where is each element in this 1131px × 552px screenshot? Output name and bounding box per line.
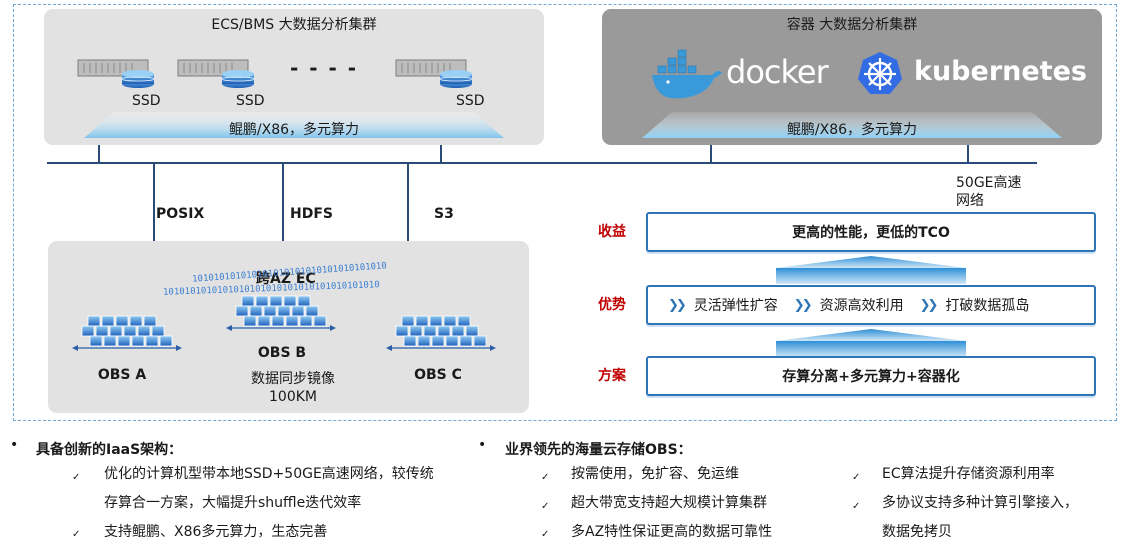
check-icon: ✓ xyxy=(852,501,861,512)
right-bullet-item: 多协议支持多种计算引擎接入， xyxy=(882,495,1078,511)
check-icon: ✓ xyxy=(72,529,81,540)
check-icon: ✓ xyxy=(541,472,550,483)
server-icon xyxy=(77,59,155,88)
ecs-servers-graphic xyxy=(77,59,504,138)
left-bullet-item: 优化的计算机型带本地SSD+50GE高速网络，较传统 xyxy=(104,466,434,482)
benefit-text: 更高的性能，更低的TCO xyxy=(792,225,950,241)
container-cluster-title: 容器 大数据分析集群 xyxy=(786,17,918,33)
ellipsis-dashes: - - - - xyxy=(290,56,359,80)
ecs-bms-cluster-title: ECS/BMS 大数据分析集群 xyxy=(211,17,377,33)
docker-whale-icon xyxy=(652,49,722,99)
cross-az-ec-title: 跨AZ EC xyxy=(256,271,316,287)
protocol-posix: POSIX xyxy=(156,206,205,222)
left-bullet-item: 支持鲲鹏、X86多元算力，生态完善 xyxy=(104,524,328,540)
ssd-label: SSD xyxy=(236,93,265,109)
right-bullet-item: 超大带宽支持超大规模计算集群 xyxy=(571,495,767,511)
container-graphic xyxy=(642,49,1062,138)
server-icon xyxy=(177,59,255,88)
mirror-sync-distance: 100KM xyxy=(269,389,317,405)
server-icon xyxy=(395,59,473,88)
solution-text: 存算分离+多元算力+容器化 xyxy=(782,369,960,385)
advantage-item: 灵活弹性扩容 xyxy=(693,298,778,314)
ssd-label: SSD xyxy=(456,93,485,109)
obs-node-label: OBS C xyxy=(414,367,462,383)
check-icon: ✓ xyxy=(541,529,550,540)
solution-label: 方案 xyxy=(598,368,626,384)
container-compute-base-label: 鲲鹏/X86，多元算力 xyxy=(786,122,918,138)
advantage-item: 资源高效利用 xyxy=(819,298,904,314)
check-icon: ✓ xyxy=(72,472,81,483)
chevron-double-icon: ❯❯ xyxy=(919,297,939,313)
protocol-s3: S3 xyxy=(434,206,454,222)
docker-logo-text: docker xyxy=(726,53,829,91)
compute-base-shape xyxy=(84,112,504,138)
advantage-item: 打破数据孤岛 xyxy=(945,298,1030,314)
right-bullet-item: 按需使用，免扩容、免运维 xyxy=(571,466,739,482)
obs-node-label: OBS B xyxy=(257,345,307,361)
chevron-double-icon: ❯❯ xyxy=(668,297,687,313)
ssd-label: SSD xyxy=(132,93,161,109)
mirror-sync-line: 数据同步镜像 xyxy=(251,371,335,387)
benefit-box: 更高的性能，更低的TCO xyxy=(646,212,1096,252)
check-icon: ✓ xyxy=(852,472,861,483)
bullet-dot: • xyxy=(478,437,487,453)
left-bullet-title: 具备创新的IaaS架构： xyxy=(36,442,183,458)
bullet-dot: • xyxy=(10,437,19,453)
right-bullet-title: 业界领先的海量云存储OBS： xyxy=(505,442,692,458)
obs-clusters-graphic xyxy=(72,295,496,351)
storage-stack-icon xyxy=(226,295,336,331)
ecs-compute-base-label: 鲲鹏/X86，多元算力 xyxy=(228,122,360,138)
compute-base-shape xyxy=(642,112,1062,138)
advantage-box: ❯❯ 灵活弹性扩容 ❯❯ 资源高效利用 ❯❯ 打破数据孤岛 xyxy=(646,285,1096,325)
up-arrow-advantage xyxy=(776,329,966,357)
advantage-label: 优势 xyxy=(598,297,626,313)
mirror-sync-label: 数据同步镜像 100KM xyxy=(223,370,363,406)
benefit-label: 收益 xyxy=(598,224,626,240)
protocol-hdfs: HDFS xyxy=(290,206,333,222)
storage-stack-icon xyxy=(72,315,182,351)
kubernetes-helm-icon xyxy=(858,52,902,94)
solution-box: 存算分离+多元算力+容器化 xyxy=(646,356,1096,396)
network-label-line: 网络 xyxy=(956,193,984,209)
kubernetes-logo-text: kubernetes xyxy=(914,56,1087,87)
obs-node-label: OBS A xyxy=(97,367,147,383)
right-bullet-item: 数据免拷贝 xyxy=(882,524,952,540)
right-bullet-item: EC算法提升存储资源利用率 xyxy=(882,466,1055,482)
right-bullet-item: 多AZ特性保证更高的数据可靠性 xyxy=(571,524,773,540)
storage-stack-icon xyxy=(386,315,496,351)
network-label: 50GE高速 网络 xyxy=(956,174,1022,210)
check-icon: ✓ xyxy=(541,501,550,512)
left-bullet-item: 存算合一方案，大幅提升shuffle迭代效率 xyxy=(104,495,362,511)
chevron-double-icon: ❯❯ xyxy=(793,297,813,313)
network-label-line: 50GE高速 xyxy=(956,175,1022,191)
up-arrow-benefit xyxy=(776,256,966,284)
diagram-frame xyxy=(13,4,1117,421)
